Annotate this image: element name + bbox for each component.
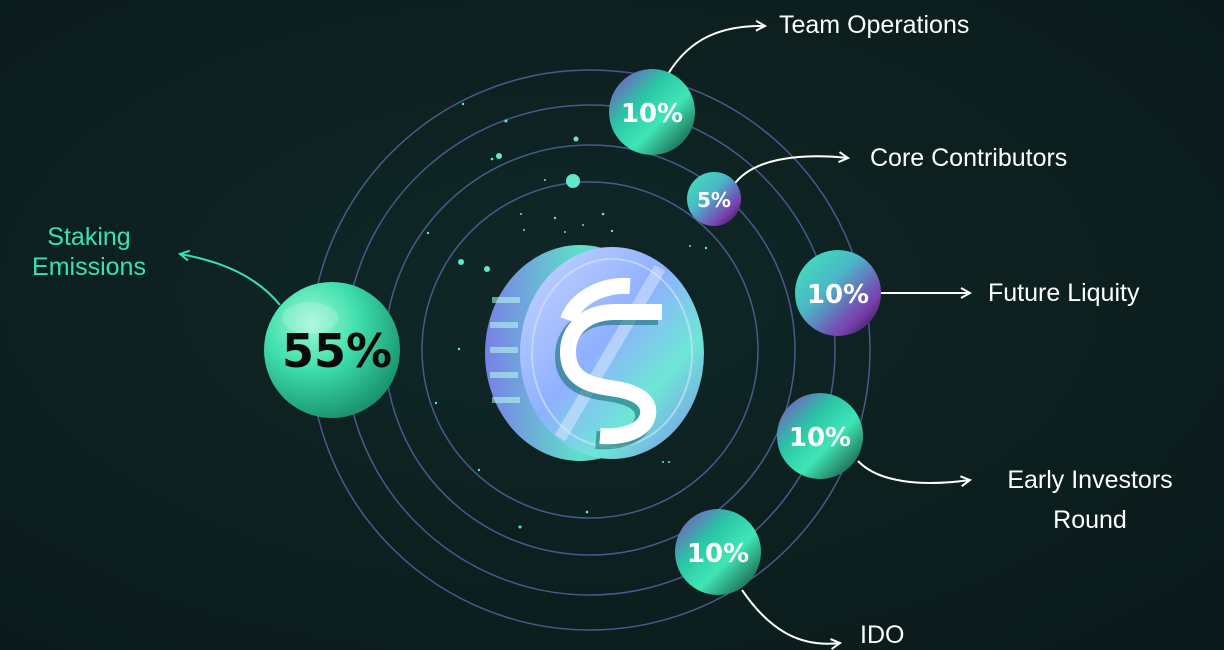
planet-early: 10% [777,393,863,479]
label-early-line2: Round [1053,506,1127,534]
stars [426,102,708,529]
label-early-line1: Early Investors [1007,466,1173,494]
arrow-early [857,460,970,483]
slice-value-ido: 10% [687,539,749,569]
arrow-ido [741,589,840,644]
slice-value-staking: 55% [282,324,392,378]
orbit-rings [309,69,871,631]
planet-ido: 10% [675,509,761,595]
slice-value-early: 10% [789,423,851,453]
token-coin-icon [485,245,704,461]
slice-value-team: 10% [621,99,683,129]
slice-value-future: 10% [807,280,869,310]
arrow-team [667,26,765,75]
label-ido: IDO [860,621,905,649]
label-team-operations: Team Operations [779,11,970,39]
slice-value-core: 5% [697,188,731,212]
label-early-investors: Early Investors Round [990,465,1190,535]
arrow-staking [180,254,281,306]
planet-staking: 55% [264,282,400,418]
label-core-contributors: Core Contributors [870,144,1068,172]
arrow-core [732,156,848,187]
planet-future: 10% [795,250,881,336]
orbit-ring-inner [421,181,759,519]
label-staking-emissions: Staking Emissions [6,222,172,282]
label-staking-line1: Staking [47,223,131,251]
connector-arrows [180,26,970,644]
label-staking-line2: Emissions [32,253,146,281]
label-future-liquity: Future Liquity [988,279,1140,307]
planet-team: 10% [609,69,695,155]
planet-core: 5% [687,172,741,226]
